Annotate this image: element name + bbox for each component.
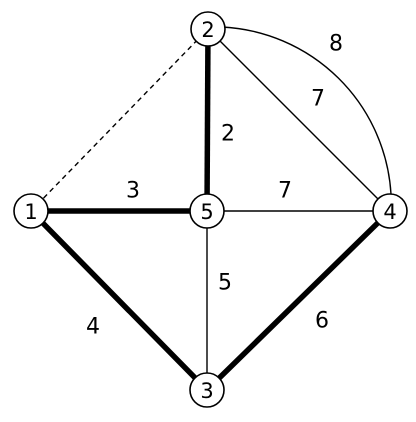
- edge-weight-label-1-5: 3: [126, 179, 140, 204]
- node-label: 5: [200, 200, 213, 224]
- node-1: 1: [13, 193, 49, 229]
- edge-3-4: [205, 209, 392, 392]
- node-label: 2: [201, 18, 214, 42]
- edge-2-4: [207, 28, 391, 212]
- node-label: 4: [383, 200, 396, 224]
- edge-2-5: [204, 28, 211, 212]
- edges-layer: [29, 26, 392, 392]
- edge-weight-label-1-3: 4: [86, 315, 100, 340]
- edge-weight-label-5-4: 7: [278, 179, 292, 204]
- node-circle: [372, 193, 408, 229]
- node-circle: [13, 193, 49, 229]
- node-circle: [190, 11, 226, 47]
- node-circle: [189, 193, 225, 229]
- edge-weight-label-2-4: 7: [311, 87, 325, 112]
- edge-1-3: [29, 209, 209, 392]
- node-circle: [189, 372, 225, 408]
- edge-1-2: [30, 28, 209, 212]
- node-2: 2: [190, 11, 226, 47]
- nodes-layer: 1 2 3 4 5: [13, 11, 408, 408]
- node-4: 4: [372, 193, 408, 229]
- edge-weight-label-2-5: 2: [221, 122, 235, 147]
- edge-weight-label-5-3: 5: [218, 271, 232, 296]
- edge-2-4-arc: [221, 26, 392, 195]
- node-label: 3: [200, 379, 213, 403]
- edge-weight-labels: 2 3 4 6 5 7 7 8: [86, 32, 343, 340]
- node-label: 1: [24, 200, 37, 224]
- edge-weight-label-2-4-arc: 8: [329, 32, 343, 57]
- node-3: 3: [189, 372, 225, 408]
- edge-weight-label-3-4: 6: [315, 309, 329, 334]
- node-5: 5: [189, 193, 225, 229]
